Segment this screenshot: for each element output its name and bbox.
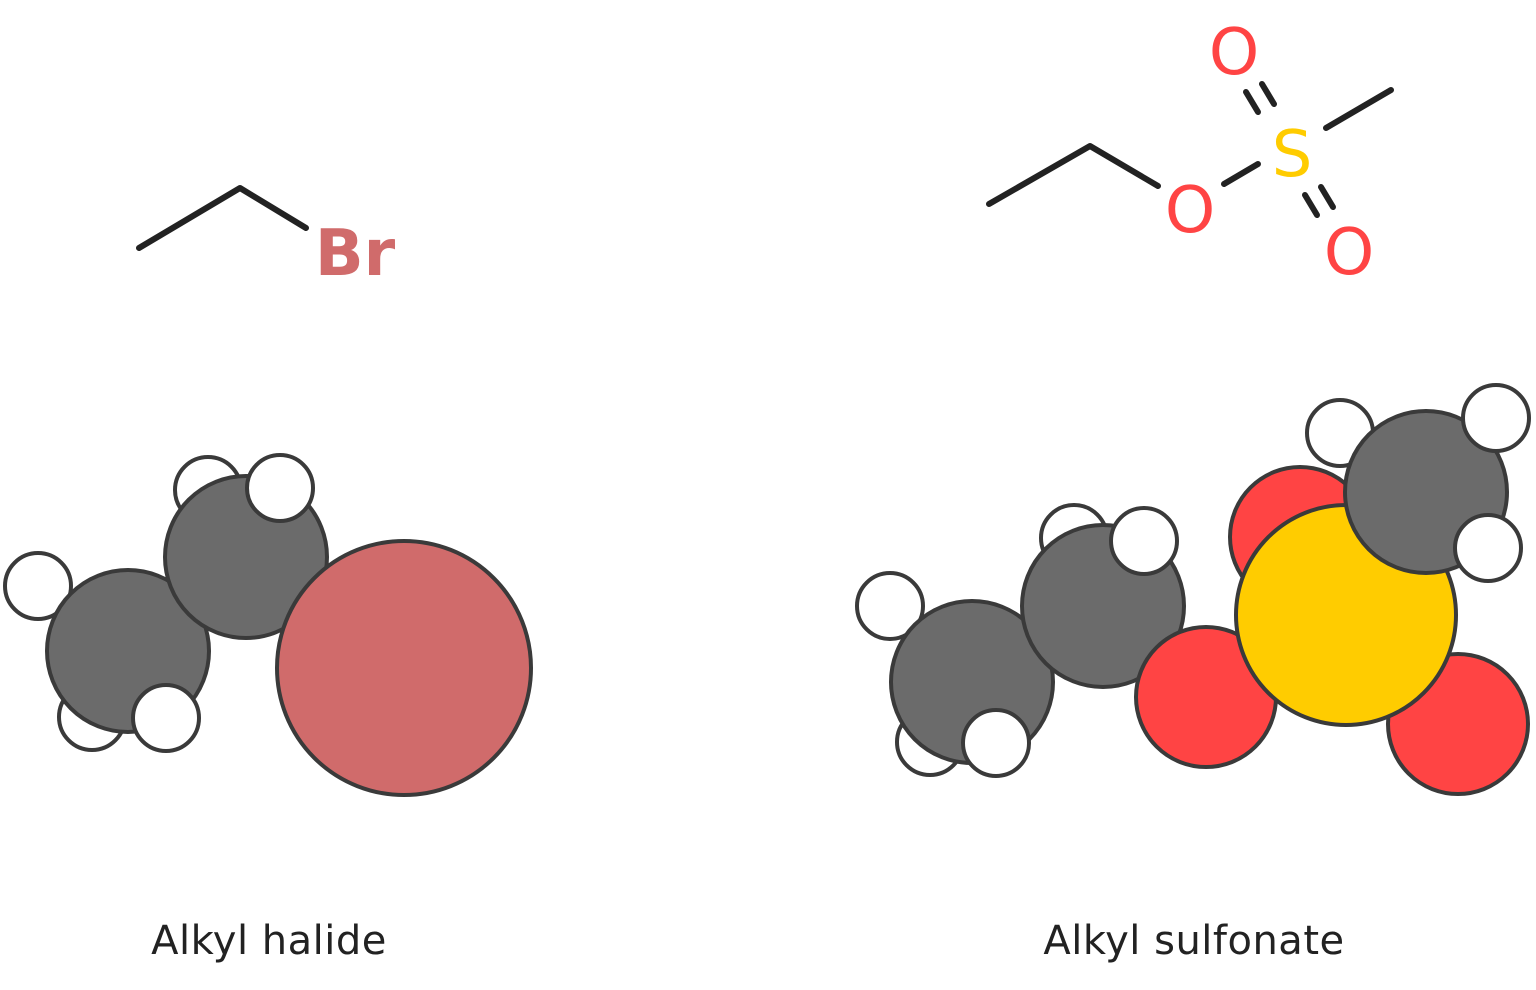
- o-s-bond: [1221, 161, 1261, 187]
- hydrogen-atom: [1453, 513, 1523, 583]
- caption-alkyl-halide: Alkyl halide: [151, 918, 387, 964]
- ethyl-chain-bond: [986, 143, 1161, 207]
- skeletal-formula-alkyl-sulfonate: O S O O: [986, 16, 1394, 290]
- hydrogen-atom: [855, 571, 925, 641]
- space-filling-model-alkyl-sulfonate: [855, 383, 1531, 796]
- oxo-bottom-label: O: [1324, 216, 1374, 290]
- s-o-double-bond-bottom-b: [1318, 184, 1336, 210]
- s-methyl-bond: [1323, 87, 1394, 131]
- ester-oxygen-label: O: [1165, 174, 1215, 248]
- caption-alkyl-sulfonate: Alkyl sulfonate: [1043, 918, 1345, 964]
- oxo-top-label: O: [1209, 16, 1259, 90]
- hydrogen-atom: [961, 708, 1031, 778]
- hydrogen-atom: [1461, 383, 1531, 453]
- s-o-double-bond-top-b: [1259, 81, 1277, 107]
- hydrogen-atom: [1109, 506, 1179, 576]
- ethyl-chain-bond: [136, 185, 309, 251]
- skeletal-formula-alkyl-halide: Br: [136, 185, 396, 291]
- bromine-label: Br: [315, 217, 396, 291]
- hydrogen-atom: [245, 453, 315, 523]
- sulfur-label: S: [1272, 118, 1313, 192]
- s-o-double-bond-top-a: [1243, 89, 1261, 115]
- bromine-atom: [275, 539, 533, 797]
- space-filling-model-alkyl-halide: [3, 453, 533, 797]
- hydrogen-atom: [131, 683, 201, 753]
- hydrogen-atom: [3, 551, 73, 621]
- s-o-double-bond-bottom-a: [1302, 192, 1320, 218]
